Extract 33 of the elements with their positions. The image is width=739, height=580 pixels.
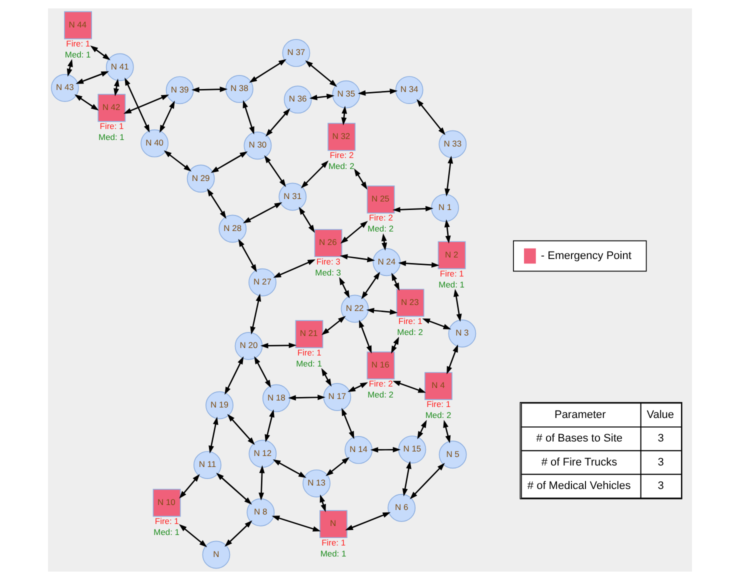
- node-label: Fire: 1: [296, 347, 321, 358]
- node-label: Fire: 1: [99, 121, 124, 132]
- node-label: Fire: 3: [316, 256, 340, 266]
- node-label: Med: 2: [367, 224, 394, 234]
- node-label: Fire: 2: [329, 150, 354, 160]
- node-label: Med: 1: [64, 49, 90, 60]
- label: Parameter: [554, 408, 606, 421]
- node-label: Med: 1: [98, 132, 124, 142]
- node-label: Fire: 2: [368, 378, 392, 389]
- node-label: Med: 2: [396, 326, 423, 337]
- node-label: Med: 3: [314, 267, 341, 278]
- node-label: Fire: 1: [426, 399, 450, 410]
- label: # of Fire Trucks: [540, 456, 617, 468]
- label: 3: [657, 480, 664, 492]
- node-label: Fire: 1: [154, 516, 178, 526]
- node-label: Med: 1: [296, 358, 322, 368]
- node-label: Med: 2: [328, 161, 354, 172]
- legend-label: - Emergency Point: [540, 250, 631, 262]
- node-label: Fire: 1: [398, 316, 422, 326]
- node-label: Med: 1: [438, 279, 464, 290]
- label: # of Medical Vehicles: [526, 480, 630, 492]
- node-label: Fire: 1: [439, 268, 464, 278]
- node-label: Med: 2: [367, 390, 393, 400]
- label: # of Bases to Site: [536, 432, 622, 445]
- node-label: Med: 2: [424, 410, 451, 420]
- node-label: Med: 1: [153, 526, 180, 537]
- node-label: Fire: 1: [321, 537, 346, 548]
- label: Value: [646, 408, 674, 421]
- node-label: Fire: 1: [66, 38, 90, 48]
- node-label: Fire: 2: [368, 212, 392, 223]
- label: 3: [657, 456, 664, 468]
- node-label: Med: 1: [320, 548, 346, 558]
- label: 3: [657, 432, 664, 445]
